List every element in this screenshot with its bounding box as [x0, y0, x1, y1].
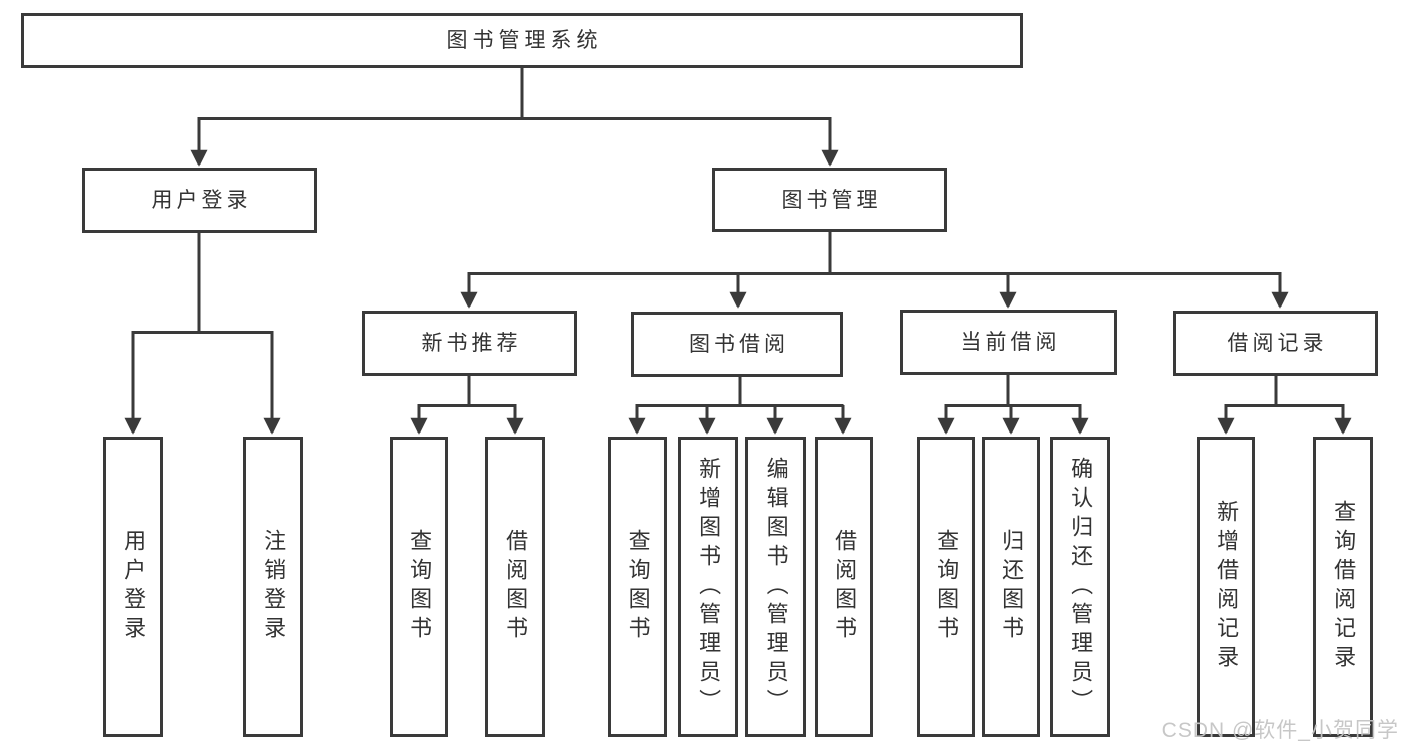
node-label: 图书管理: [781, 188, 882, 212]
node-book-management: 图书管理: [712, 168, 947, 232]
node-book-borrowing: 图书借阅: [631, 312, 843, 377]
node-label: 图书借阅: [689, 333, 789, 356]
leaf-logout: 注销登录: [243, 437, 303, 737]
leaf-query-books-2: 查询图书: [608, 437, 667, 737]
leaf-query-books-3: 查询图书: [917, 437, 975, 737]
leaf-label: 确认归还（管理员）: [1068, 456, 1094, 718]
leaf-label: 注销登录: [261, 529, 287, 645]
node-label: 借阅记录: [1227, 332, 1328, 355]
node-label: 当前借阅: [960, 331, 1061, 354]
leaf-label: 借阅图书: [503, 529, 529, 645]
node-user-login: 用户登录: [82, 168, 317, 233]
leaf-label: 编辑图书（管理员）: [763, 456, 789, 718]
leaf-query-borrow-record: 查询借阅记录: [1313, 437, 1373, 737]
leaf-label: 归还图书: [999, 529, 1025, 645]
leaf-label: 借阅图书: [832, 529, 858, 645]
node-new-book-recommend: 新书推荐: [362, 311, 577, 376]
leaf-add-borrow-record: 新增借阅记录: [1197, 437, 1255, 737]
leaf-add-books-admin: 新增图书（管理员）: [678, 437, 738, 737]
leaf-return-books: 归还图书: [982, 437, 1040, 737]
leaf-label: 新增借阅记录: [1214, 500, 1240, 674]
leaf-label: 查询借阅记录: [1331, 500, 1357, 674]
leaf-label: 查询图书: [934, 529, 960, 645]
node-current-borrowing: 当前借阅: [900, 310, 1117, 375]
leaf-label: 查询图书: [625, 529, 651, 645]
node-label: 图书管理系统: [446, 29, 603, 52]
leaf-label: 新增图书（管理员）: [696, 456, 722, 718]
leaf-label: 用户登录: [121, 529, 147, 645]
node-library-management-system: 图书管理系统: [21, 13, 1023, 68]
leaf-borrow-books-2: 借阅图书: [815, 437, 873, 737]
leaf-borrow-books-1: 借阅图书: [485, 437, 545, 737]
node-label: 新书推荐: [421, 332, 522, 355]
leaf-edit-books-admin: 编辑图书（管理员）: [745, 437, 806, 737]
leaf-query-books-1: 查询图书: [390, 437, 448, 737]
csdn-watermark: CSDN @软件_小贺同学: [1161, 719, 1399, 742]
leaf-user-login: 用户登录: [103, 437, 163, 737]
node-label: 用户登录: [151, 189, 252, 212]
node-borrowing-records: 借阅记录: [1173, 311, 1378, 376]
leaf-confirm-return-admin: 确认归还（管理员）: [1050, 437, 1110, 737]
leaf-label: 查询图书: [407, 529, 433, 645]
